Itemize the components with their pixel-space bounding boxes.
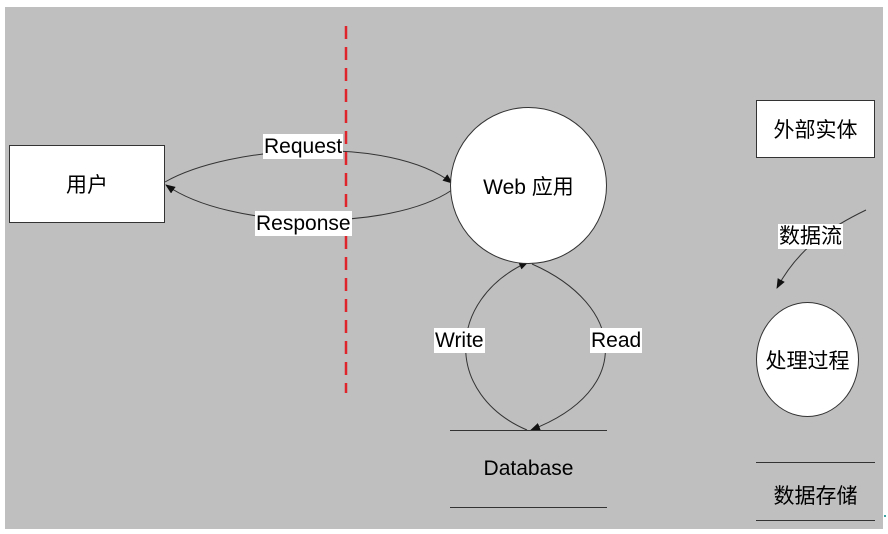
legend-process-circle: 处理过程: [756, 302, 859, 417]
web-app-label: Web 应用: [483, 175, 574, 199]
request-label: Request: [263, 134, 344, 159]
response-label: Response: [255, 211, 352, 236]
read-label: Read: [590, 328, 643, 353]
database-label[interactable]: Database: [483, 457, 574, 480]
web-app-process[interactable]: Web 应用: [450, 107, 607, 264]
user-entity-label: 用户: [66, 174, 108, 197]
user-entity-box[interactable]: 用户: [9, 145, 165, 223]
legend-store-bottom-line: [756, 520, 875, 521]
diagram-canvas: [5, 7, 883, 529]
legend-external-entity-box: 外部实体: [756, 100, 875, 158]
database-bottom-line: [450, 507, 607, 508]
legend-store-top-line: [756, 462, 875, 463]
legend-data-flow-label: 数据流: [778, 224, 843, 249]
database-top-line: [450, 430, 607, 431]
legend-process-label: 处理过程: [765, 349, 850, 373]
legend-external-entity-label: 外部实体: [773, 119, 858, 142]
corner-mark: [884, 515, 886, 517]
legend-data-store-label: 数据存储: [773, 485, 858, 508]
legend-data-flow-arrow: [776, 209, 867, 289]
write-label: Write: [434, 328, 485, 353]
